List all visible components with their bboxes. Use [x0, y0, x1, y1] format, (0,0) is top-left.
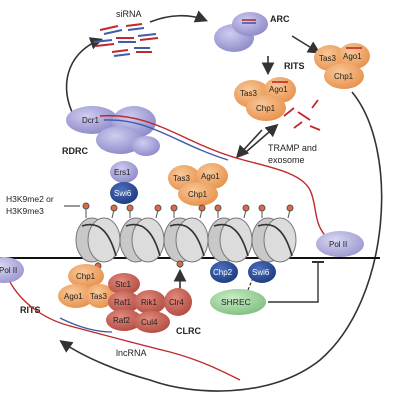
label-lncrna: lncRNA [116, 348, 147, 358]
lncrna-red [9, 281, 241, 381]
label-tramp: TRAMP and [268, 143, 317, 153]
rits-top-ago1: Ago1 [269, 85, 288, 94]
label-clrc: CLRC [176, 326, 201, 336]
rdrc-dsrna-blue [103, 119, 229, 161]
nucleosome [75, 217, 121, 263]
arrow-to-tramp [245, 123, 279, 153]
nucleosome [119, 217, 165, 263]
rits-bottom-ago1: Ago1 [64, 292, 83, 301]
sirna-fragments [93, 23, 159, 57]
ago1-right-chp1: Chp1 [334, 72, 354, 81]
swi6-protein-left [110, 182, 138, 204]
rdrc-dsrna-red [99, 114, 331, 241]
ago1-right-tas3: Tas3 [319, 54, 336, 63]
rits-complex-middle [168, 163, 228, 206]
swi6-left-label: Swi6 [114, 189, 132, 198]
label-h3k9-line2: H3K9me3 [6, 206, 44, 216]
nucleosome [207, 217, 253, 263]
clrc-cul4: Cul4 [141, 318, 158, 327]
label-arc: ARC [270, 14, 290, 24]
cycle-arrow-left [65, 37, 104, 113]
swi6-right-label: Swi6 [252, 268, 270, 277]
nucleosome-array [75, 217, 297, 263]
shrec-label: SHREC [221, 297, 251, 307]
rits-mid-chp1: Chp1 [188, 190, 208, 199]
shrec-complex [210, 289, 266, 315]
rits-mid-tas3: Tas3 [173, 174, 190, 183]
swi6-protein-right [248, 261, 276, 283]
clrc-stc1: Stc1 [115, 280, 132, 289]
arrow-arc-to-ago1 [291, 35, 321, 54]
cycle-arrow-bottom [59, 340, 151, 381]
inhibition-shrec-polii [268, 262, 319, 303]
label-sirna: siRNA [116, 9, 142, 19]
rits-top-tas3: Tas3 [240, 89, 257, 98]
degraded-rna [283, 99, 321, 131]
label-h3k9-line1: H3K9me2 or [6, 194, 54, 204]
rits-bottom-tas3: Tas3 [90, 292, 107, 301]
ago1-right-ago1: Ago1 [343, 52, 362, 61]
rits-mid-ago1: Ago1 [201, 172, 220, 181]
cycle-arrow-sirna-to-arc [149, 10, 208, 23]
label-exosome: exosome [268, 155, 305, 165]
clrc-raf1: Raf1 [114, 298, 131, 307]
lncrna-blue [59, 317, 113, 333]
dcr1-complex [66, 106, 160, 156]
rits-complex-top [234, 77, 296, 121]
rits-bottom-chp1: Chp1 [76, 272, 96, 281]
cycle-arrow-right [149, 91, 383, 392]
nucleosome [251, 217, 297, 263]
label-rits-top: RITS [284, 61, 305, 71]
ers1-label: Ers1 [114, 168, 131, 177]
pol2-left-label: Pol II [0, 266, 17, 275]
chp2-label: Chp2 [213, 268, 233, 277]
clrc-rik1: Rik1 [141, 298, 158, 307]
rits-complex-bottom [58, 264, 114, 308]
rits-top-chp1: Chp1 [256, 104, 276, 113]
pol2-left [0, 257, 24, 283]
label-rits-bottom: RITS [20, 305, 41, 315]
arc-complex [214, 12, 268, 52]
nucleosome [163, 217, 209, 263]
ers1-protein [110, 161, 138, 183]
clrc-raf2: Raf2 [113, 316, 130, 325]
dcr1-label: Dcr1 [82, 116, 99, 125]
clrc-complex [106, 273, 192, 333]
pol2-right [316, 231, 364, 257]
chp2-protein [210, 261, 238, 283]
ago1-complex-right [314, 43, 370, 89]
arrow-rits-recruit [235, 129, 263, 159]
pol2-right-label: Pol II [329, 240, 347, 249]
label-rdrc: RDRC [62, 146, 88, 156]
clrc-clr4: Clr4 [169, 298, 184, 307]
